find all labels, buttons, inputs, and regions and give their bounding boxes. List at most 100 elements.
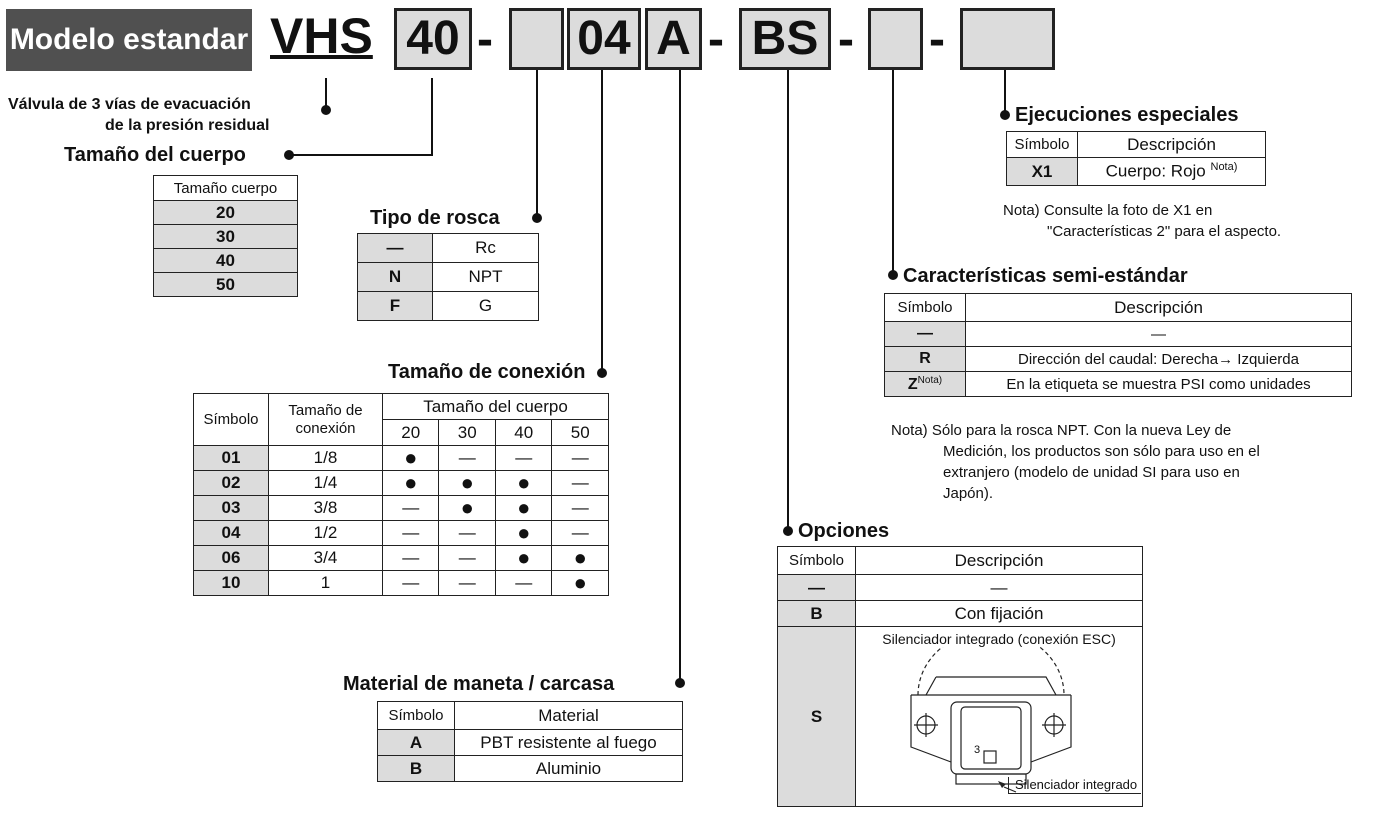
valve-label-line2: de la presión residual bbox=[105, 117, 270, 134]
availability-dash: — bbox=[438, 570, 496, 596]
availability-dash: — bbox=[381, 520, 440, 546]
semi-title: Características semi-estándar bbox=[903, 265, 1188, 287]
semi-h-desc: Descripción bbox=[965, 293, 1352, 322]
availability-dash: — bbox=[551, 470, 609, 496]
options-symbol: S bbox=[777, 626, 856, 807]
availability-dot: ● bbox=[494, 520, 553, 546]
availability-dash: — bbox=[438, 545, 496, 571]
body-size-table: Tamaño cuerpo 20 30 40 50 bbox=[153, 175, 298, 297]
availability-dash: — bbox=[381, 545, 440, 571]
body-size-cell: 20 bbox=[153, 200, 298, 225]
port-table: Símbolo Tamaño de conexión Tamaño del cu… bbox=[193, 393, 609, 596]
thread-value: Rc bbox=[432, 233, 539, 263]
availability-dot: ● bbox=[551, 545, 609, 571]
thread-title: Tipo de rosca bbox=[370, 207, 500, 229]
material-symbol: B bbox=[377, 755, 455, 782]
semi-desc: En la etiqueta se muestra PSI como unida… bbox=[965, 371, 1352, 397]
availability-dot: ● bbox=[438, 470, 496, 496]
port-size: 3/8 bbox=[268, 495, 383, 521]
options-h-desc: Descripción bbox=[855, 546, 1143, 575]
leader-body-size bbox=[289, 78, 433, 156]
options-desc: Con fijación bbox=[855, 600, 1143, 627]
material-title: Material de maneta / carcasa bbox=[343, 673, 615, 695]
port-title: Tamaño de conexión bbox=[388, 361, 586, 383]
semi-note-line1: Nota) Sólo para la rosca NPT. Con la nue… bbox=[891, 422, 1232, 439]
port-size-col: 40 bbox=[494, 419, 553, 446]
semi-symbol: — bbox=[884, 321, 966, 347]
thread-symbol: F bbox=[357, 291, 433, 321]
material-value: PBT resistente al fuego bbox=[454, 729, 683, 756]
port-symbol: 02 bbox=[193, 470, 269, 496]
silencer-desc: Silenciador integrado (conexión ESC) bbox=[882, 631, 1116, 647]
code-body-size: 40 bbox=[394, 8, 472, 70]
port-size-col: 30 bbox=[438, 419, 496, 446]
semi-note-line4: Japón). bbox=[943, 485, 994, 502]
silencer-drawing bbox=[910, 647, 1072, 793]
semi-symbol: R bbox=[884, 346, 966, 372]
body-size-cell: 30 bbox=[153, 224, 298, 249]
port-h-body: Tamaño del cuerpo bbox=[382, 393, 609, 420]
port-symbol: 10 bbox=[193, 570, 269, 596]
special-nota-sup: Nota) bbox=[1210, 161, 1238, 174]
special-desc: Cuerpo: Rojo bbox=[1105, 161, 1206, 181]
code-semi bbox=[868, 8, 923, 70]
availability-dot: ● bbox=[494, 545, 553, 571]
code-port: 04 bbox=[567, 8, 641, 70]
port-symbol: 04 bbox=[193, 520, 269, 546]
availability-dash: — bbox=[438, 520, 496, 546]
code-thread bbox=[509, 8, 564, 70]
thread-symbol: N bbox=[357, 262, 433, 292]
dash: - bbox=[929, 13, 945, 66]
thread-symbol: — bbox=[357, 233, 433, 263]
semi-h-symbol: Símbolo bbox=[884, 293, 966, 322]
availability-dash: — bbox=[494, 445, 553, 471]
port-size-col: 20 bbox=[381, 419, 440, 446]
code-material: A bbox=[645, 8, 702, 70]
silencer-port-number: 3 bbox=[974, 744, 981, 756]
availability-dot: ● bbox=[494, 470, 553, 496]
port-h-port: Tamaño de conexión bbox=[268, 393, 383, 446]
availability-dot: ● bbox=[494, 495, 553, 521]
options-title: Opciones bbox=[798, 520, 890, 542]
options-desc: — bbox=[855, 574, 1143, 601]
special-note-line1: Nota) Consulte la foto de X1 en bbox=[1003, 202, 1213, 219]
port-symbol: 01 bbox=[193, 445, 269, 471]
dash: - bbox=[477, 13, 493, 66]
semi-symbol: Z bbox=[907, 375, 918, 393]
port-size: 1/2 bbox=[268, 520, 383, 546]
availability-dash: — bbox=[551, 495, 609, 521]
special-title: Ejecuciones especiales bbox=[1015, 104, 1239, 126]
options-symbol: B bbox=[777, 600, 856, 627]
options-symbol: — bbox=[777, 574, 856, 601]
port-size: 1/8 bbox=[268, 445, 383, 471]
availability-dash: — bbox=[494, 570, 553, 596]
port-size: 1/4 bbox=[268, 470, 383, 496]
body-size-cell: 50 bbox=[153, 272, 298, 297]
port-size: 3/4 bbox=[268, 545, 383, 571]
availability-dot: ● bbox=[551, 570, 609, 596]
availability-dash: — bbox=[551, 445, 609, 471]
material-h-material: Material bbox=[454, 701, 683, 730]
availability-dot: ● bbox=[381, 445, 440, 471]
port-size-col: 50 bbox=[551, 419, 609, 446]
semi-note-line2: Medición, los productos son sólo para us… bbox=[943, 443, 1260, 460]
availability-dot: ● bbox=[381, 470, 440, 496]
thread-value: NPT bbox=[432, 262, 539, 292]
options-h-symbol: Símbolo bbox=[777, 546, 856, 575]
thread-value: G bbox=[432, 291, 539, 321]
silencer-callout: Silenciador integrado bbox=[1008, 777, 1142, 794]
semi-nota-sup: Nota) bbox=[917, 374, 943, 386]
availability-dot: ● bbox=[438, 495, 496, 521]
semi-note-line3: extranjero (modelo de unidad SI para uso… bbox=[943, 464, 1240, 481]
availability-dash: — bbox=[381, 495, 440, 521]
body-size-title: Tamaño del cuerpo bbox=[64, 144, 246, 166]
dash: - bbox=[838, 13, 854, 66]
